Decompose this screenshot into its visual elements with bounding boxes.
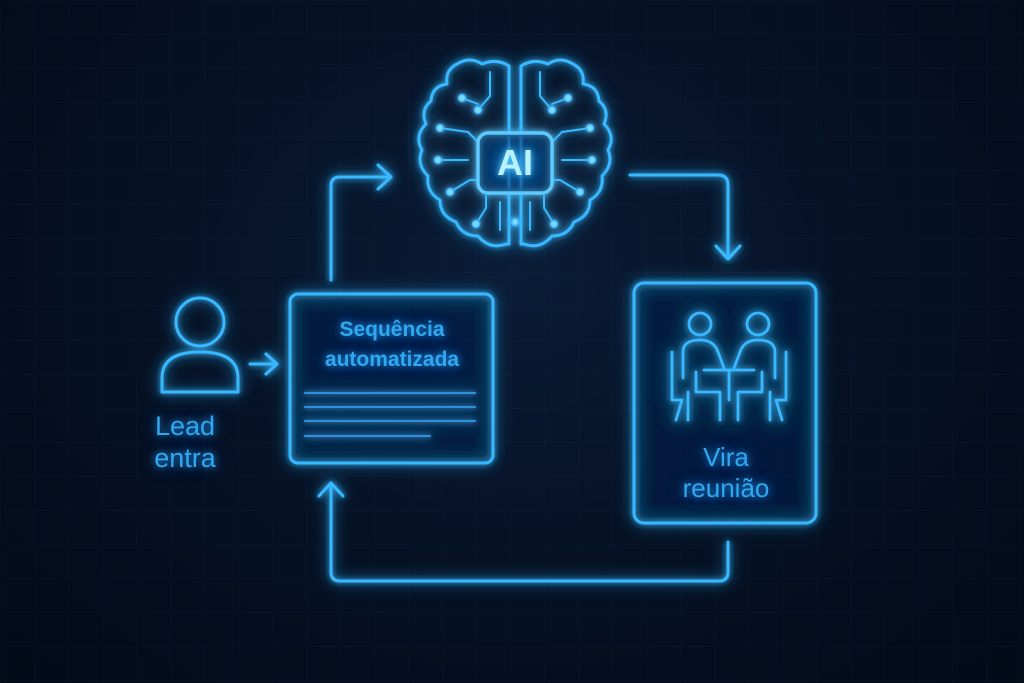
ai-badge-label: AI bbox=[497, 142, 533, 183]
meeting-people-icon bbox=[670, 311, 788, 422]
meeting-label: Vira reunião bbox=[636, 442, 816, 504]
sequence-label-line2: automatizada bbox=[324, 348, 460, 371]
meeting-label-line1: Vira bbox=[703, 442, 749, 472]
ai-chip-icon bbox=[476, 131, 554, 195]
lead-label-line1: Lead bbox=[154, 411, 216, 441]
connector-meeting-to-sequence bbox=[317, 481, 730, 583]
connector-sequence-to-ai bbox=[329, 163, 393, 282]
brain-circuit-nodes bbox=[433, 93, 597, 229]
arrow-right-icon bbox=[248, 352, 279, 376]
person-icon bbox=[160, 296, 240, 394]
lead-label-line2: entra bbox=[154, 443, 216, 473]
lead-label: Lead entra bbox=[130, 410, 240, 474]
sequence-text-lines bbox=[303, 391, 477, 438]
meeting-label-line2: reunião bbox=[682, 473, 770, 503]
sequence-label-line1: Sequência bbox=[339, 318, 445, 341]
sequence-label: Sequência automatizada bbox=[292, 315, 492, 375]
connector-ai-to-meeting bbox=[628, 173, 742, 261]
